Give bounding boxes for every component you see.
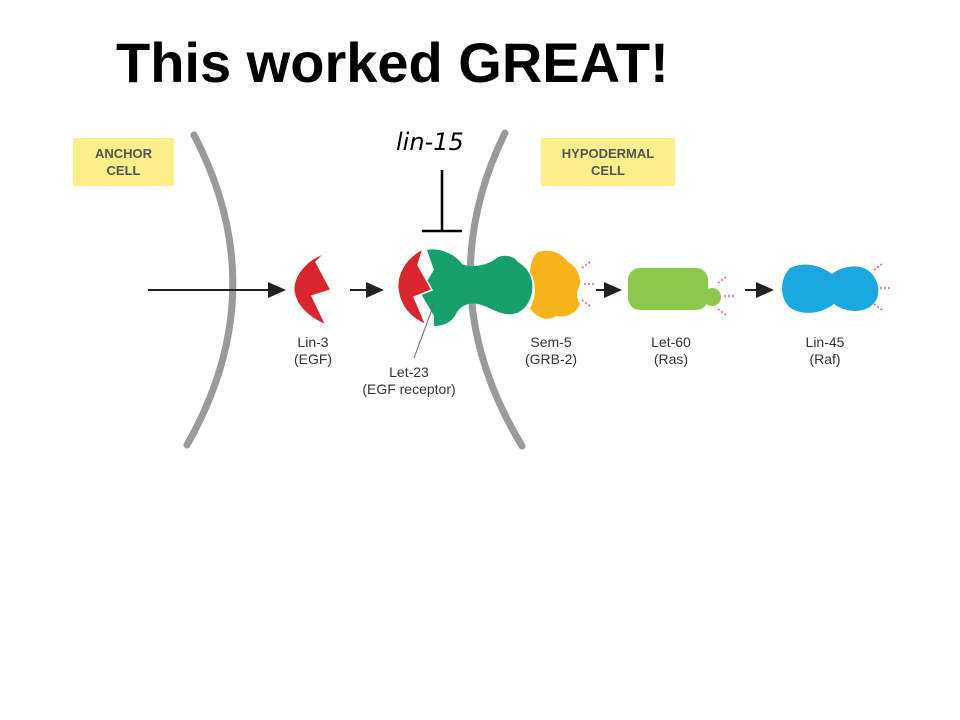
anchor-cell-label-line1: ANCHOR <box>94 146 153 161</box>
let60-ras-knob <box>703 288 721 306</box>
lin3-label: Lin-3 (EGF) <box>283 334 343 368</box>
let23-name: Let-23 <box>389 364 429 380</box>
let60-label: Let-60 (Ras) <box>636 334 706 368</box>
let60-activation-spark <box>717 276 734 316</box>
sem5-alias: (GRB-2) <box>524 351 578 367</box>
hypodermal-cell-label: HYPODERMAL CELL <box>541 138 675 186</box>
let23-alias: (EGF receptor) <box>362 381 456 397</box>
let60-ras-body <box>628 268 708 310</box>
sem5-label: Sem-5 (GRB-2) <box>510 334 592 368</box>
sem5-name: Sem-5 <box>530 334 572 350</box>
slide-title: This worked GREAT! <box>116 31 669 94</box>
let60-name: Let-60 <box>651 334 691 350</box>
bound-egf-shape <box>396 247 434 327</box>
lin45-label: Lin-45 (Raf) <box>790 334 860 368</box>
lin45-name: Lin-45 <box>805 334 845 350</box>
sem5-activation-spark <box>581 261 594 307</box>
sem5-grb2-shape <box>530 250 580 319</box>
lin45-raf-shape <box>782 264 879 313</box>
lin45-alias: (Raf) <box>809 351 841 367</box>
let23-receptor-shape <box>420 249 533 326</box>
hypodermal-cell-label-line2: CELL <box>591 163 625 178</box>
lin45-activation-spark <box>873 263 890 311</box>
lin3-egf-shape <box>292 252 333 327</box>
hypodermal-cell-label-line1: HYPODERMAL <box>561 146 655 161</box>
anchor-cell-label: ANCHOR CELL <box>73 138 174 186</box>
lin15-gene-label: lin-15 <box>396 128 464 156</box>
let60-alias: (Ras) <box>653 351 689 367</box>
let23-label: Let-23 (EGF receptor) <box>340 364 478 398</box>
lin3-alias: (EGF) <box>293 351 333 367</box>
let23-leader-line <box>413 303 435 359</box>
lin3-name: Lin-3 <box>297 334 329 350</box>
anchor-cell-label-line2: CELL <box>106 163 141 178</box>
